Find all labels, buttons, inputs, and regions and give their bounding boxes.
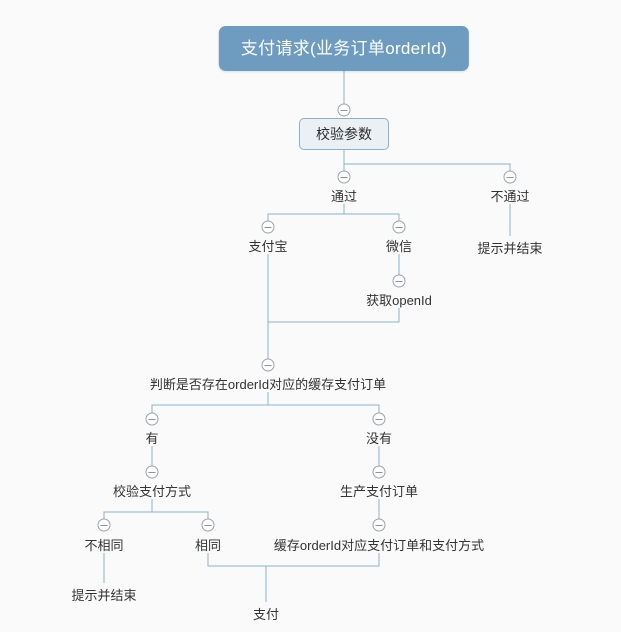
node-fail-end[interactable]: 提示并结束 — [477, 241, 543, 256]
node-openid[interactable]: 获取openId — [366, 293, 432, 308]
node-differ-end[interactable]: 提示并结束 — [71, 588, 137, 603]
connector-check-pay-to-same — [152, 511, 209, 519]
node-pay[interactable]: 支付 — [252, 607, 280, 622]
collapse-toggle-icon-check-cache[interactable] — [261, 358, 275, 372]
collapse-toggle-icon-has[interactable] — [145, 412, 159, 426]
collapse-toggle-icon-openid[interactable] — [392, 274, 406, 288]
node-check-pay[interactable]: 校验支付方式 — [112, 484, 192, 499]
connector-check-cache-to-has — [151, 392, 269, 413]
collapse-toggle-icon-fail[interactable] — [503, 170, 517, 184]
connector-check-cache-to-none — [268, 404, 380, 413]
node-check-cache[interactable]: 判断是否存在orderId对应的缓存支付订单 — [149, 377, 387, 392]
collapse-toggle-icon-pass[interactable] — [337, 170, 351, 184]
node-differ[interactable]: 不相同 — [84, 538, 124, 553]
node-gen-order[interactable]: 生产支付订单 — [339, 484, 419, 499]
node-validate[interactable]: 校验参数 — [299, 118, 389, 150]
connector-validate-to-pass — [343, 150, 511, 171]
collapse-toggle-icon-gen-order[interactable] — [372, 465, 386, 479]
connector-pass-to-wechat — [344, 213, 400, 221]
collapse-toggle-icon-differ[interactable] — [97, 518, 111, 532]
collapse-toggle-icon-check-pay[interactable] — [145, 465, 159, 479]
node-root[interactable]: 支付请求(业务订单orderId) — [218, 26, 470, 71]
node-alipay[interactable]: 支付宝 — [248, 239, 288, 254]
collapse-toggle-icon-none[interactable] — [372, 412, 386, 426]
collapse-toggle-icon-same[interactable] — [201, 518, 215, 532]
connector-alipay-to-check-cache — [267, 254, 400, 323]
node-pass[interactable]: 通过 — [330, 189, 358, 204]
node-has[interactable]: 有 — [145, 431, 159, 446]
collapse-toggle-icon-wechat[interactable] — [392, 220, 406, 234]
node-wechat[interactable]: 微信 — [385, 239, 413, 254]
connector-same-to-pay — [207, 553, 380, 567]
collapse-toggle-icon-alipay[interactable] — [261, 220, 275, 234]
node-same[interactable]: 相同 — [194, 538, 222, 553]
collapse-toggle-icon-validate[interactable] — [337, 103, 351, 117]
collapse-toggle-icon-cache-order[interactable] — [372, 518, 386, 532]
connector-check-pay-to-differ — [103, 499, 153, 519]
connector-pass-to-alipay — [267, 204, 345, 221]
node-cache-order[interactable]: 缓存orderId对应支付订单和支付方式 — [273, 538, 485, 553]
node-none[interactable]: 没有 — [365, 431, 393, 446]
node-fail[interactable]: 不通过 — [490, 189, 530, 204]
